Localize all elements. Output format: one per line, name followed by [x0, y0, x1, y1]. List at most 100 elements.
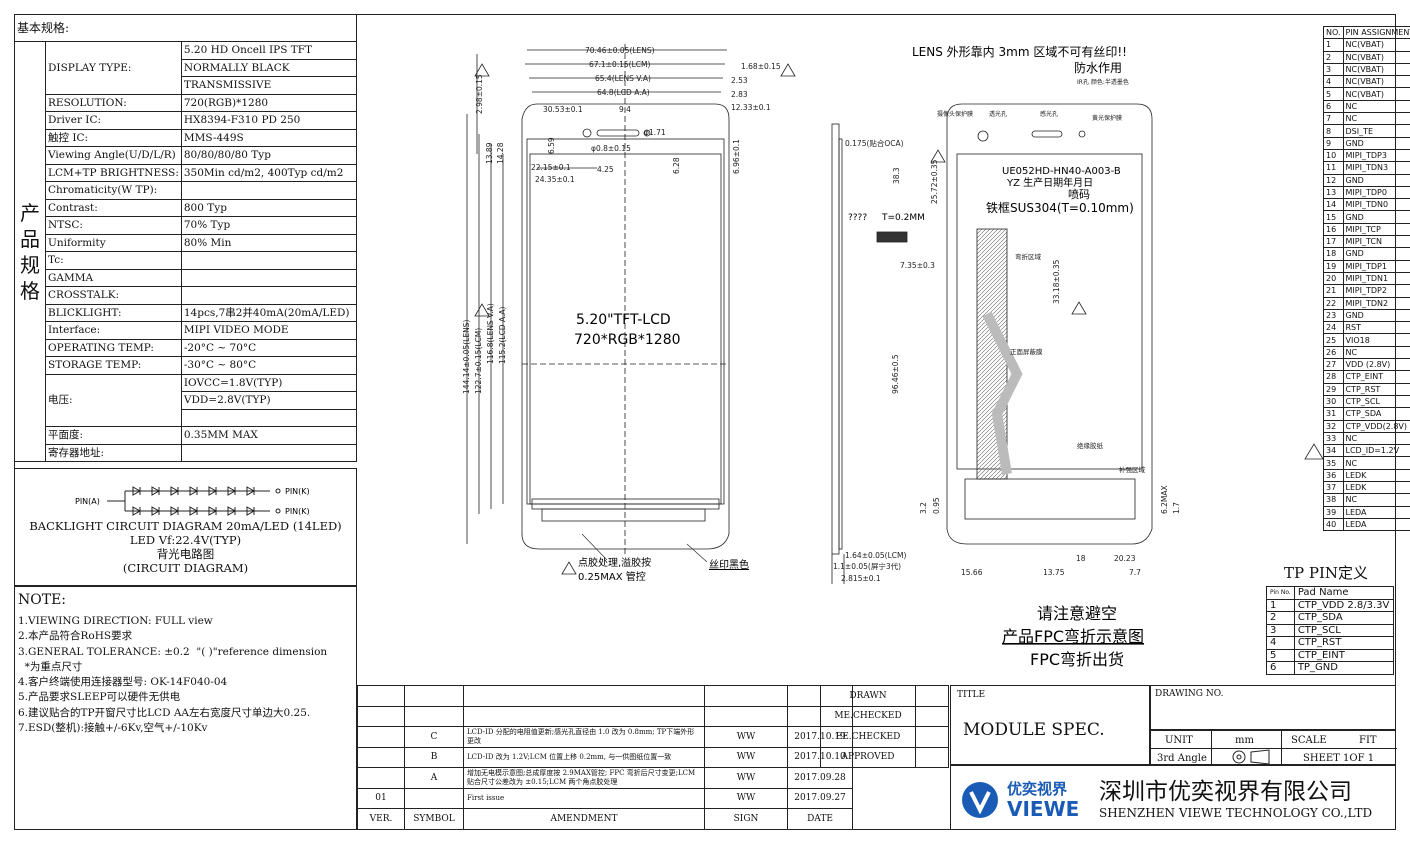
dim-33-18: 33.18±0.35	[1052, 259, 1061, 304]
rev-triangles	[474, 63, 1324, 575]
notes-box	[14, 586, 357, 830]
pin-name: NC(VBAT)	[1342, 75, 1410, 89]
spec-value: -20°C ~ 70°C	[180, 338, 358, 357]
frame-material: 铁框SUS304(T=0.10mm)	[986, 201, 1134, 215]
dim-lens-width: 70.46±0.05(LENS)	[585, 46, 655, 55]
spec-key: Driver IC:	[45, 111, 182, 130]
spec-key: Viewing Angle(U/D/L/R)	[45, 146, 182, 165]
led-icon	[132, 506, 142, 516]
led-icon	[189, 486, 199, 496]
company-name-cn: 深圳市优奕视界有限公司	[1099, 779, 1352, 805]
logo-en: VIEWE	[1007, 797, 1080, 821]
revision-header: VER.	[357, 808, 405, 830]
led-icon	[246, 486, 256, 496]
led-circuit-svg: PIN(A) PIN(K) PIN(K)	[75, 486, 310, 516]
pin-name: CTP_EINT	[1342, 370, 1410, 384]
note-item: 3.GENERAL TOLERANCE: ±0.2 "( )"reference…	[18, 645, 328, 658]
approval-label: APPROVED	[820, 746, 916, 768]
spec-value	[180, 251, 358, 270]
dim-2-53: 2.53	[731, 76, 748, 85]
pin-number: 7	[1323, 112, 1344, 126]
dim-oca: 0.175(贴合OCA)	[845, 138, 904, 148]
spec-value: IOVCC=1.8V(TYP)	[180, 373, 358, 392]
pin-name: CTP_RST	[1342, 382, 1410, 396]
pin-name: RST	[1342, 321, 1410, 335]
sensor-hole-note: 感光孔	[1040, 110, 1058, 118]
spec-key: Interface:	[45, 321, 182, 340]
pin-name: GND	[1342, 136, 1410, 150]
revision-sign	[704, 685, 788, 707]
glue-note-1: 点胶处理,溢胶按	[578, 556, 651, 569]
pin-name: NC(VBAT)	[1342, 62, 1410, 77]
tp-pin-number: 3	[1266, 623, 1295, 637]
pin-number: 17	[1323, 235, 1344, 249]
spec-key: OPERATING TEMP:	[45, 338, 182, 357]
dim-12-33: 12.33±0.1	[731, 103, 771, 112]
pin-name: LEDA	[1342, 505, 1410, 519]
pin-number: 16	[1323, 222, 1344, 237]
dim-30-53: 30.53±0.1	[543, 105, 583, 114]
drawing-no-box: DRAWING NO.	[1150, 685, 1396, 730]
spec-value: 720(RGB)*1280	[180, 93, 358, 112]
tp-pin-name: CTP_VDD 2.8/3.3V	[1293, 598, 1394, 612]
pin-name: DSI_TE	[1342, 124, 1410, 138]
pin-name: MIPI_TDN1	[1342, 271, 1410, 286]
pin-name: NC(VBAT)	[1342, 87, 1410, 101]
model-code: UE052HD-HN40-A003-B	[1002, 166, 1121, 177]
pin-name: NC(VBAT)	[1342, 38, 1410, 52]
pin-name: NC	[1342, 112, 1410, 126]
pin-number: 1	[1323, 38, 1344, 52]
spec-value: MMS-449S	[180, 128, 358, 147]
spec-key: STORAGE TEMP:	[45, 356, 182, 375]
led-icon	[151, 486, 161, 496]
side-view	[831, 123, 845, 584]
pin-number: 36	[1323, 468, 1344, 482]
pin-number: 31	[1323, 407, 1344, 421]
pin-name: MIPI_TDP2	[1342, 284, 1410, 298]
note-item: *为重点尺寸	[18, 660, 83, 673]
pin-header-assignment: PIN ASSIGNMENT	[1342, 25, 1410, 40]
revision-row	[357, 705, 853, 727]
pin-k-label-2: PIN(K)	[285, 507, 310, 516]
glue-note-2: 0.25MAX 管控	[578, 570, 646, 583]
revision-amendment: First issue	[463, 787, 705, 809]
spec-key: GAMMA	[45, 268, 182, 287]
spec-value: TRANSMISSIVE	[180, 76, 358, 95]
front-view	[466, 44, 730, 554]
approval-sign	[915, 685, 949, 707]
approval-label: ME.CHECKED	[820, 705, 916, 727]
revision-symbol: A	[404, 767, 464, 789]
dim-lens-height: 144.14±0.05(LENS)	[462, 320, 471, 394]
tp-pin-number: 2	[1266, 611, 1295, 625]
revision-row	[357, 685, 853, 707]
ir-note: IR孔 颜色:半透墨色	[1077, 78, 1129, 86]
approval-label: DRAWN	[820, 685, 916, 707]
dim-96-46: 96.46±0.5	[891, 354, 900, 394]
note-item: 6.建议贴合的TP开窗尺寸比LCD AA左右宽度尺寸单边大0.25.	[18, 706, 311, 719]
revision-sign: WW	[704, 746, 788, 768]
production-date: YZ 生产日期年月日	[1006, 176, 1093, 189]
approval-label: EE.CHECKED	[820, 726, 916, 748]
pin-number: 14	[1323, 198, 1344, 212]
revision-symbol: C	[404, 726, 464, 748]
tp-pin-number: 1	[1266, 598, 1295, 612]
spec-category: 产品规格	[14, 41, 46, 462]
pin-name: CTP_SCL	[1342, 394, 1410, 409]
title-label: TITLE	[957, 690, 986, 700]
